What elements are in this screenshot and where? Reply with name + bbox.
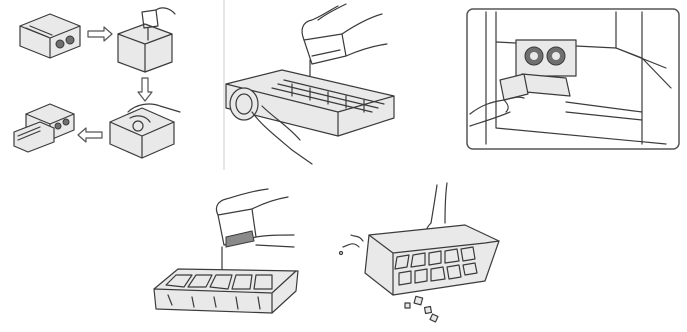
fill-ice-tray-panel bbox=[148, 185, 316, 325]
ice-cube-tray-icon bbox=[154, 269, 298, 313]
arrow-down-icon bbox=[138, 78, 152, 101]
twisted-tray-icon bbox=[365, 225, 499, 295]
insert-ice-bin-panel bbox=[466, 8, 680, 150]
pitcher-icon bbox=[302, 4, 387, 82]
pitcher-pour-icon bbox=[216, 189, 294, 273]
hand-press-icon bbox=[110, 104, 180, 158]
pour-water-panel bbox=[222, 0, 400, 170]
twist-ice-tray-panel bbox=[335, 175, 505, 325]
ice-maker-dispenser-icon bbox=[516, 40, 576, 76]
pour-into-unit-icon bbox=[118, 8, 175, 72]
dispenser-sequence-panel bbox=[10, 4, 195, 164]
ice-maker-unit-icon bbox=[20, 14, 80, 58]
arrow-left-icon bbox=[78, 128, 102, 142]
falling-ice-cubes-icon bbox=[405, 296, 438, 322]
arrow-right-icon bbox=[88, 27, 112, 41]
water-splash-icon bbox=[340, 235, 364, 255]
unit-drawer-out-icon bbox=[14, 104, 74, 152]
ice-maker-open-icon bbox=[226, 70, 394, 164]
